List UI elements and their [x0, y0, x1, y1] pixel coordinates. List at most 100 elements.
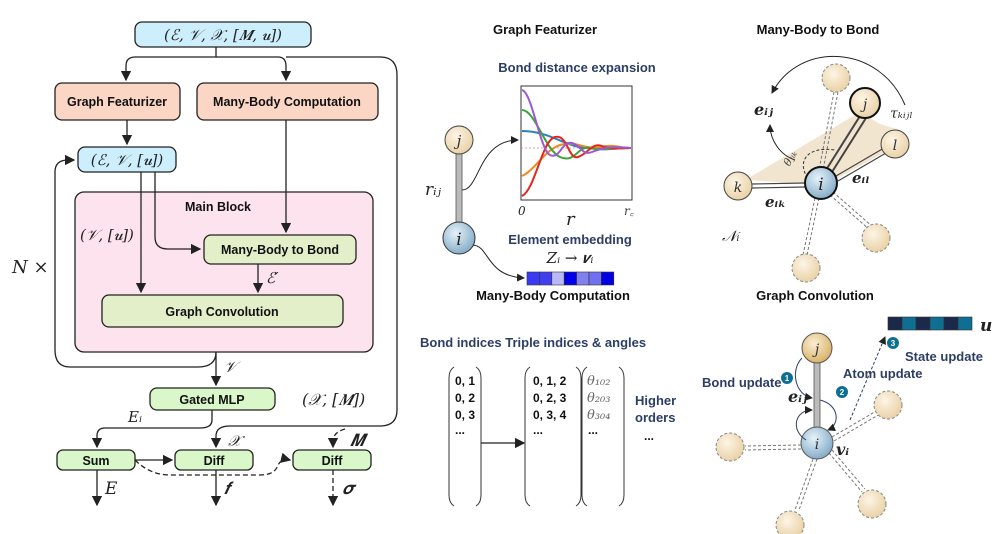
v-i-label: 𝒗ᵢ — [836, 440, 849, 459]
bond-update-label: Bond update — [702, 375, 781, 390]
neighbor-atom — [861, 223, 891, 253]
triple-indices-matrix: 0, 1, 2 0, 2, 3 0, 3, 4 ... — [533, 374, 567, 437]
embedding-formula: Zᵢ → 𝒗ᵢ — [546, 249, 594, 267]
x-m-label: (𝒳, [𝑴]) — [302, 390, 365, 409]
triple-index: 0, 3, 4 — [533, 408, 567, 422]
diff-force-box — [174, 449, 254, 471]
repeat-label: N × — [11, 257, 49, 278]
step-2-label: 2 — [840, 388, 845, 397]
neighbor-atom — [873, 390, 903, 420]
step-3-label: 3 — [891, 339, 896, 348]
atom-i-label: i — [456, 230, 461, 250]
atom-update-label: Atom update — [843, 366, 922, 381]
step-badge-1: 1 — [781, 372, 793, 384]
indices-header: Bond indices Triple indices & angles — [420, 335, 646, 350]
many-body-computation-label: Many-Body Computation — [213, 95, 361, 109]
r-ij-label: rᵢⱼ — [425, 180, 442, 200]
atom-i — [804, 166, 838, 200]
many-body-to-bond-box — [203, 234, 357, 265]
atom-l-label: l — [893, 138, 897, 154]
element-embedding-title: Element embedding — [508, 232, 632, 247]
x-label: 𝒳 — [228, 432, 245, 450]
atom-j — [849, 87, 881, 119]
neighbor-bonds — [802, 91, 874, 256]
bond-ij — [455, 151, 463, 225]
state-cell — [929, 316, 945, 331]
step-badge-2: 2 — [836, 386, 848, 398]
update-arrows — [794, 336, 886, 441]
bond-ij — [813, 361, 821, 429]
atom-j-label: j — [812, 342, 820, 358]
higher-orders-label: orders — [635, 410, 675, 425]
e-ik-label: 𝒆ᵢₖ — [765, 193, 786, 211]
stress-label: 𝝈 — [342, 479, 357, 499]
bond-indices-matrix: 0, 1 0, 2 0, 3 ... — [455, 374, 475, 437]
bond-index: 0, 3 — [455, 408, 475, 422]
angles-matrix: θ₁₀₂ θ₂₀₃ θ₃₀₄ ... — [587, 374, 610, 437]
embedding-cell — [539, 271, 553, 286]
diff-stress-label: Diff — [322, 454, 344, 468]
atom-k — [723, 171, 753, 201]
axis-zero-label: 0 — [518, 204, 526, 218]
sum-box — [56, 449, 136, 471]
e-i-label: Eᵢ — [127, 408, 142, 426]
axis-rc-label: r꜀ — [624, 204, 635, 218]
angle: θ₂₀₃ — [587, 391, 610, 406]
atom-j — [801, 332, 833, 364]
neighbor-atom — [775, 510, 805, 534]
tau-label: τₖᵢⱼₗ — [890, 106, 913, 122]
diff-force-label: Diff — [204, 454, 226, 468]
angle: θ₁₀₂ — [587, 374, 610, 389]
u-label: 𝒖 — [980, 316, 992, 336]
m-label: 𝑴 — [350, 431, 369, 451]
bond-index: 0, 2 — [455, 391, 475, 405]
v-output-label: 𝒱 — [224, 358, 241, 376]
many-body-to-bond-label: Many-Body to Bond — [221, 243, 339, 257]
force-label: 𝒇 — [224, 479, 234, 499]
state-vector — [887, 316, 973, 331]
triple-index: 0, 1, 2 — [533, 374, 567, 388]
angle: θ₃₀₄ — [587, 408, 610, 423]
embedding-cell — [563, 271, 577, 286]
neighbor-atom — [821, 63, 851, 93]
input-tuple-box — [134, 21, 312, 48]
bond-index: 0, 1 — [455, 374, 475, 388]
atom-k-label: k — [734, 180, 742, 196]
step-badge-3: 3 — [887, 337, 899, 349]
diff-stress-box — [292, 449, 372, 471]
triple-index: ... — [533, 423, 543, 437]
angle-plane — [745, 112, 900, 185]
higher-orders-ellipsis: ... — [644, 429, 654, 443]
main-block-label: Main Block — [185, 200, 251, 214]
state-cell — [943, 316, 959, 331]
graph-featurizer-box — [54, 82, 181, 121]
many-body-computation-title: Many-Body Computation — [476, 288, 630, 303]
atom-i-label: i — [815, 437, 819, 453]
sum-label: Sum — [82, 454, 109, 468]
embedding-cell — [601, 271, 615, 286]
edge-prime-label: ℰ′ — [266, 269, 279, 287]
neighbor-bonds — [744, 409, 881, 511]
gated-mlp-box — [149, 387, 276, 411]
state-cell — [957, 316, 973, 331]
atom-j-label: j — [454, 132, 462, 150]
embedding-cell — [576, 271, 590, 286]
graph-convolution-box — [101, 294, 344, 328]
embedding-cell — [588, 271, 602, 286]
embedding-cell — [526, 271, 540, 286]
graph-featurizer-label: Graph Featurizer — [67, 95, 167, 109]
atom-l — [880, 129, 910, 159]
many-body-to-bond-title: Many-Body to Bond — [757, 22, 880, 37]
atom-i-label: i — [818, 175, 823, 195]
atom-j-label: j — [860, 97, 868, 113]
atom-i — [800, 426, 834, 460]
many-body-computation-box — [196, 82, 379, 121]
embedding-vector — [526, 271, 615, 286]
graph-convolution-title: Graph Convolution — [756, 288, 874, 303]
e-il-label: 𝒆ᵢₗ — [852, 169, 870, 187]
angle: ... — [588, 423, 598, 437]
graph-state: (ℰ, 𝒱, [𝒖]) — [91, 151, 164, 169]
graph-featurizer-title: Graph Featurizer — [493, 22, 597, 37]
axis-r-label: r — [566, 209, 576, 230]
